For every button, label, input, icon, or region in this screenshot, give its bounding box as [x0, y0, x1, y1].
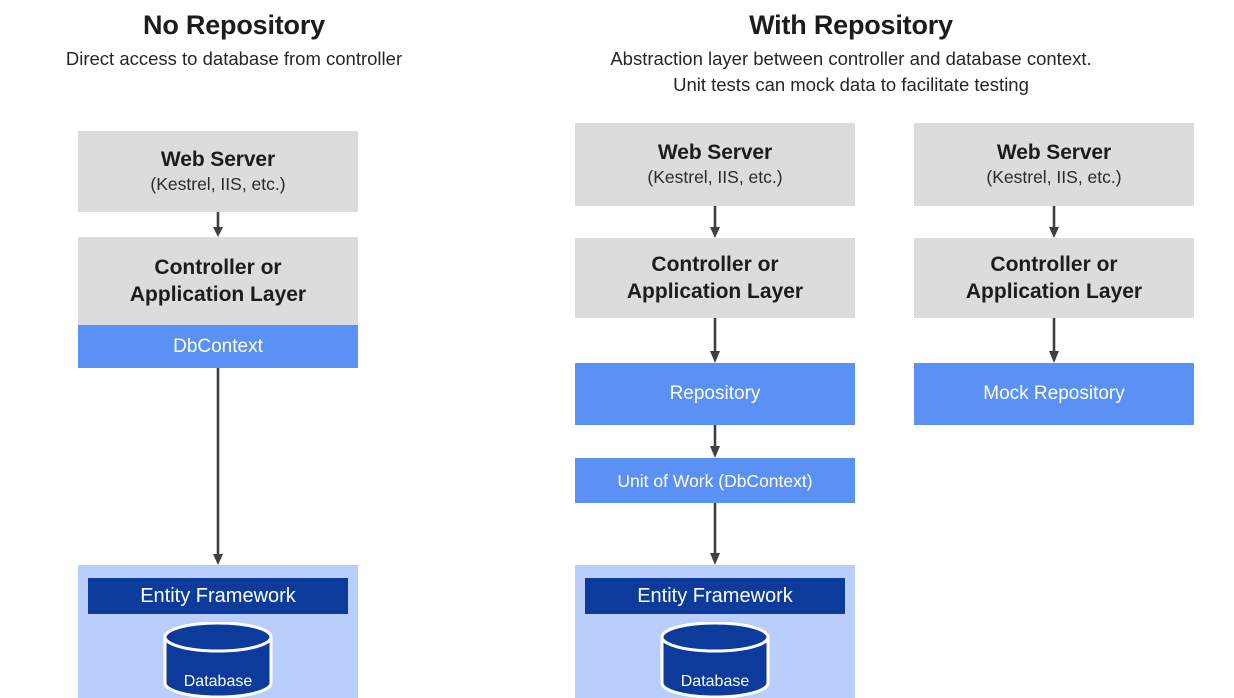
arrow-dbcontext-to-entity-framework-no-repo: [213, 368, 223, 565]
node-entity-framework-bar-with-repo[interactable]: Entity Framework: [585, 578, 845, 614]
node-controller-with-repo[interactable]: Controller or Application Layer: [575, 238, 855, 318]
arrow-web-server-to-controller-with-repo: [710, 206, 720, 238]
panel-with-repository: With Repository Abstraction layer betwee…: [468, 0, 1234, 98]
panel-subtitle-line: Direct access to database from controlle…: [65, 48, 403, 69]
node-title: Web Server: [996, 141, 1112, 164]
database-label-with-repo: Database: [680, 673, 750, 690]
node-entity-framework-bar-no-repo[interactable]: Entity Framework: [88, 578, 348, 614]
node-controller-mock[interactable]: Controller or Application Layer: [914, 238, 1194, 318]
database-label-no-repo: Database: [183, 673, 253, 690]
node-controller-no-repo[interactable]: Controller or Application Layer: [78, 237, 358, 325]
node-repository[interactable]: Repository: [575, 363, 855, 425]
arrow-unit-of-work-to-entity-framework: [710, 503, 720, 565]
panel-title-with-repository: With Repository: [749, 10, 953, 40]
node-label: DbContext: [173, 335, 263, 357]
panel-subtitle-line: Abstraction layer between controller and…: [610, 48, 1092, 69]
node-title-line1: Controller or: [154, 256, 282, 279]
node-subtitle: (Kestrel, IIS, etc.): [986, 167, 1122, 187]
node-web-server-with-repo[interactable]: Web Server (Kestrel, IIS, etc.): [575, 123, 855, 206]
container-entity-framework-no-repo: Entity Framework Database: [78, 565, 358, 698]
node-label: Entity Framework: [140, 585, 296, 607]
node-title-line2: Application Layer: [129, 283, 307, 306]
node-subtitle: (Kestrel, IIS, etc.): [647, 167, 783, 187]
database-cylinder-with-repo[interactable]: [659, 622, 771, 698]
node-unit-of-work[interactable]: Unit of Work (DbContext): [575, 458, 855, 503]
node-label: Unit of Work (DbContext): [617, 470, 813, 491]
node-mock-repository[interactable]: Mock Repository: [914, 363, 1194, 425]
node-subtitle: (Kestrel, IIS, etc.): [150, 174, 286, 194]
node-label: Entity Framework: [637, 585, 793, 607]
node-web-server-mock[interactable]: Web Server (Kestrel, IIS, etc.): [914, 123, 1194, 206]
node-web-server-no-repo[interactable]: Web Server (Kestrel, IIS, etc.): [78, 131, 358, 212]
panel-subtitle-no-repository: Direct access to database from controlle…: [0, 46, 468, 72]
arrow-controller-to-mock-repository: [1049, 318, 1059, 363]
panel-no-repository: No Repository Direct access to database …: [0, 0, 468, 72]
panel-subtitle-with-repository: Abstraction layer between controller and…: [468, 46, 1234, 98]
arrow-repository-to-unit-of-work: [710, 425, 720, 458]
panel-title-no-repository: No Repository: [143, 10, 325, 40]
node-title: Web Server: [657, 141, 773, 164]
node-dbcontext-no-repo[interactable]: DbContext: [78, 325, 358, 368]
arrow-web-server-to-controller-mock: [1049, 206, 1059, 238]
node-title: Web Server: [160, 148, 276, 171]
container-entity-framework-with-repo: Entity Framework Database: [575, 565, 855, 698]
arrow-controller-to-repository: [710, 318, 720, 363]
node-label: Mock Repository: [983, 383, 1125, 404]
panel-subtitle-line: Unit tests can mock data to facilitate t…: [673, 74, 1029, 95]
node-title-line1: Controller or: [651, 253, 779, 276]
arrow-web-server-to-controller-no-repo: [213, 212, 223, 237]
node-label: Repository: [669, 383, 761, 404]
node-title-line1: Controller or: [990, 253, 1118, 276]
node-title-line2: Application Layer: [965, 280, 1143, 303]
node-title-line2: Application Layer: [626, 280, 804, 303]
database-cylinder-no-repo[interactable]: [162, 622, 274, 698]
